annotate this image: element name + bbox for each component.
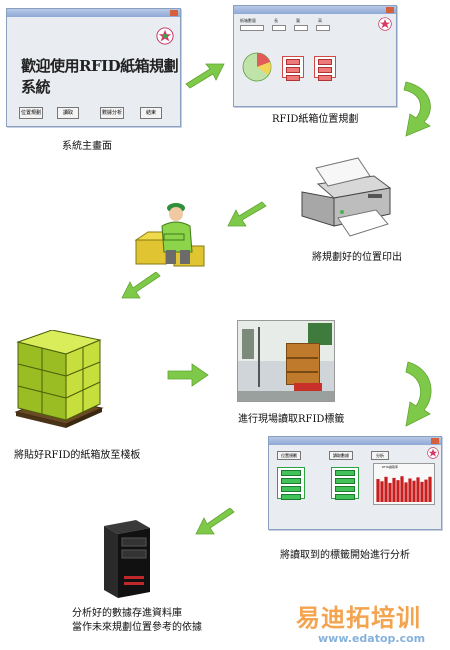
logo-icon bbox=[156, 27, 174, 45]
arrow-curve-down-icon bbox=[405, 361, 432, 427]
box-count-label: 紙箱數量 bbox=[240, 18, 256, 23]
height-input[interactable] bbox=[316, 25, 330, 31]
chart-bar bbox=[380, 481, 384, 502]
position-planning-button[interactable]: 位置規劃 bbox=[19, 107, 43, 119]
worker-packing-illustration bbox=[134, 203, 205, 267]
arrow-curve-down-icon bbox=[403, 81, 431, 137]
step2-caption: RFID紙箱位置規劃 bbox=[272, 114, 359, 125]
length-input[interactable] bbox=[272, 25, 286, 31]
window-titlebar bbox=[269, 437, 441, 445]
box-pallet-illustration bbox=[14, 330, 104, 428]
analyze-button[interactable]: 分析 bbox=[371, 451, 389, 460]
chart-bar bbox=[388, 482, 392, 502]
step5-caption: 進行現場讀取RFID標籤 bbox=[238, 414, 345, 425]
planning-pie-icon bbox=[242, 52, 272, 82]
step1-caption: 系統主畫面 bbox=[62, 141, 112, 152]
chart-bar bbox=[396, 480, 400, 502]
step4-caption: 將貼好RFID的紙箱放至棧板 bbox=[14, 450, 141, 461]
step7-caption-line1: 分析好的數據存進資料庫 bbox=[72, 608, 182, 619]
box-count-input[interactable] bbox=[240, 25, 264, 31]
planning-button[interactable]: 位置規劃 bbox=[277, 451, 301, 460]
chart-bar bbox=[416, 477, 420, 502]
length-label: 長 bbox=[274, 18, 278, 23]
chart-bars bbox=[376, 476, 432, 502]
read-data-button[interactable]: 讀取數據 bbox=[329, 451, 353, 460]
chart-bar bbox=[376, 479, 380, 502]
window-titlebar bbox=[234, 6, 396, 14]
step3-caption: 將規劃好的位置印出 bbox=[312, 252, 402, 263]
read-tags-grid-2 bbox=[331, 467, 359, 500]
chart-bar bbox=[392, 477, 396, 502]
chart-bar bbox=[404, 482, 408, 502]
chart-bar bbox=[408, 478, 412, 502]
watermark-url: www.edatop.com bbox=[318, 632, 426, 645]
arrow-left-icon bbox=[121, 272, 161, 299]
database-server-icon bbox=[104, 520, 150, 598]
chart-bar bbox=[424, 479, 428, 502]
main-window-title: 歡迎使用RFID紙箱規劃系統 bbox=[21, 57, 179, 96]
chart-bar bbox=[420, 481, 424, 502]
window-titlebar bbox=[7, 9, 180, 17]
close-icon[interactable] bbox=[170, 10, 178, 16]
layout-grid-2 bbox=[314, 56, 336, 81]
height-label: 高 bbox=[318, 18, 322, 23]
printer-icon bbox=[301, 157, 392, 237]
chart-bar bbox=[412, 480, 416, 502]
close-icon[interactable] bbox=[431, 438, 439, 444]
data-analysis-button[interactable]: 數據分析 bbox=[100, 107, 124, 119]
chart-bar bbox=[384, 476, 388, 502]
arrow-left-icon bbox=[195, 508, 235, 535]
layout-grid-1 bbox=[282, 56, 304, 81]
chart-bar bbox=[400, 476, 404, 502]
close-icon[interactable] bbox=[386, 7, 394, 13]
arrow-right-icon bbox=[185, 63, 225, 89]
width-input[interactable] bbox=[294, 25, 308, 31]
arrow-left-icon bbox=[227, 201, 267, 227]
read-button[interactable]: 讀取 bbox=[57, 107, 79, 119]
planning-window: 紙箱數量 長 寬 高 bbox=[233, 5, 397, 107]
exit-button[interactable]: 結束 bbox=[140, 107, 162, 119]
width-label: 寬 bbox=[296, 18, 300, 23]
chart-bar bbox=[428, 476, 432, 502]
rfid-reading-photo bbox=[237, 320, 335, 402]
step6-caption: 將讀取到的標籤開始進行分析 bbox=[280, 550, 410, 561]
logo-icon bbox=[378, 17, 392, 31]
step7-caption-line2: 當作未來規劃位置參考的依據 bbox=[72, 622, 202, 633]
analysis-window: 位置規劃 讀取數據 分析 RFID讀取率 bbox=[268, 436, 442, 530]
watermark-brand: 易迪拓培训 bbox=[296, 604, 421, 632]
logo-icon bbox=[427, 447, 439, 459]
main-system-window: 歡迎使用RFID紙箱規劃系統 位置規劃 讀取 數據分析 結束 bbox=[6, 8, 181, 127]
arrow-right-icon bbox=[167, 363, 209, 387]
read-rate-chart: RFID讀取率 bbox=[373, 463, 435, 505]
chart-title: RFID讀取率 bbox=[382, 465, 399, 469]
read-tags-grid-1 bbox=[277, 467, 305, 500]
